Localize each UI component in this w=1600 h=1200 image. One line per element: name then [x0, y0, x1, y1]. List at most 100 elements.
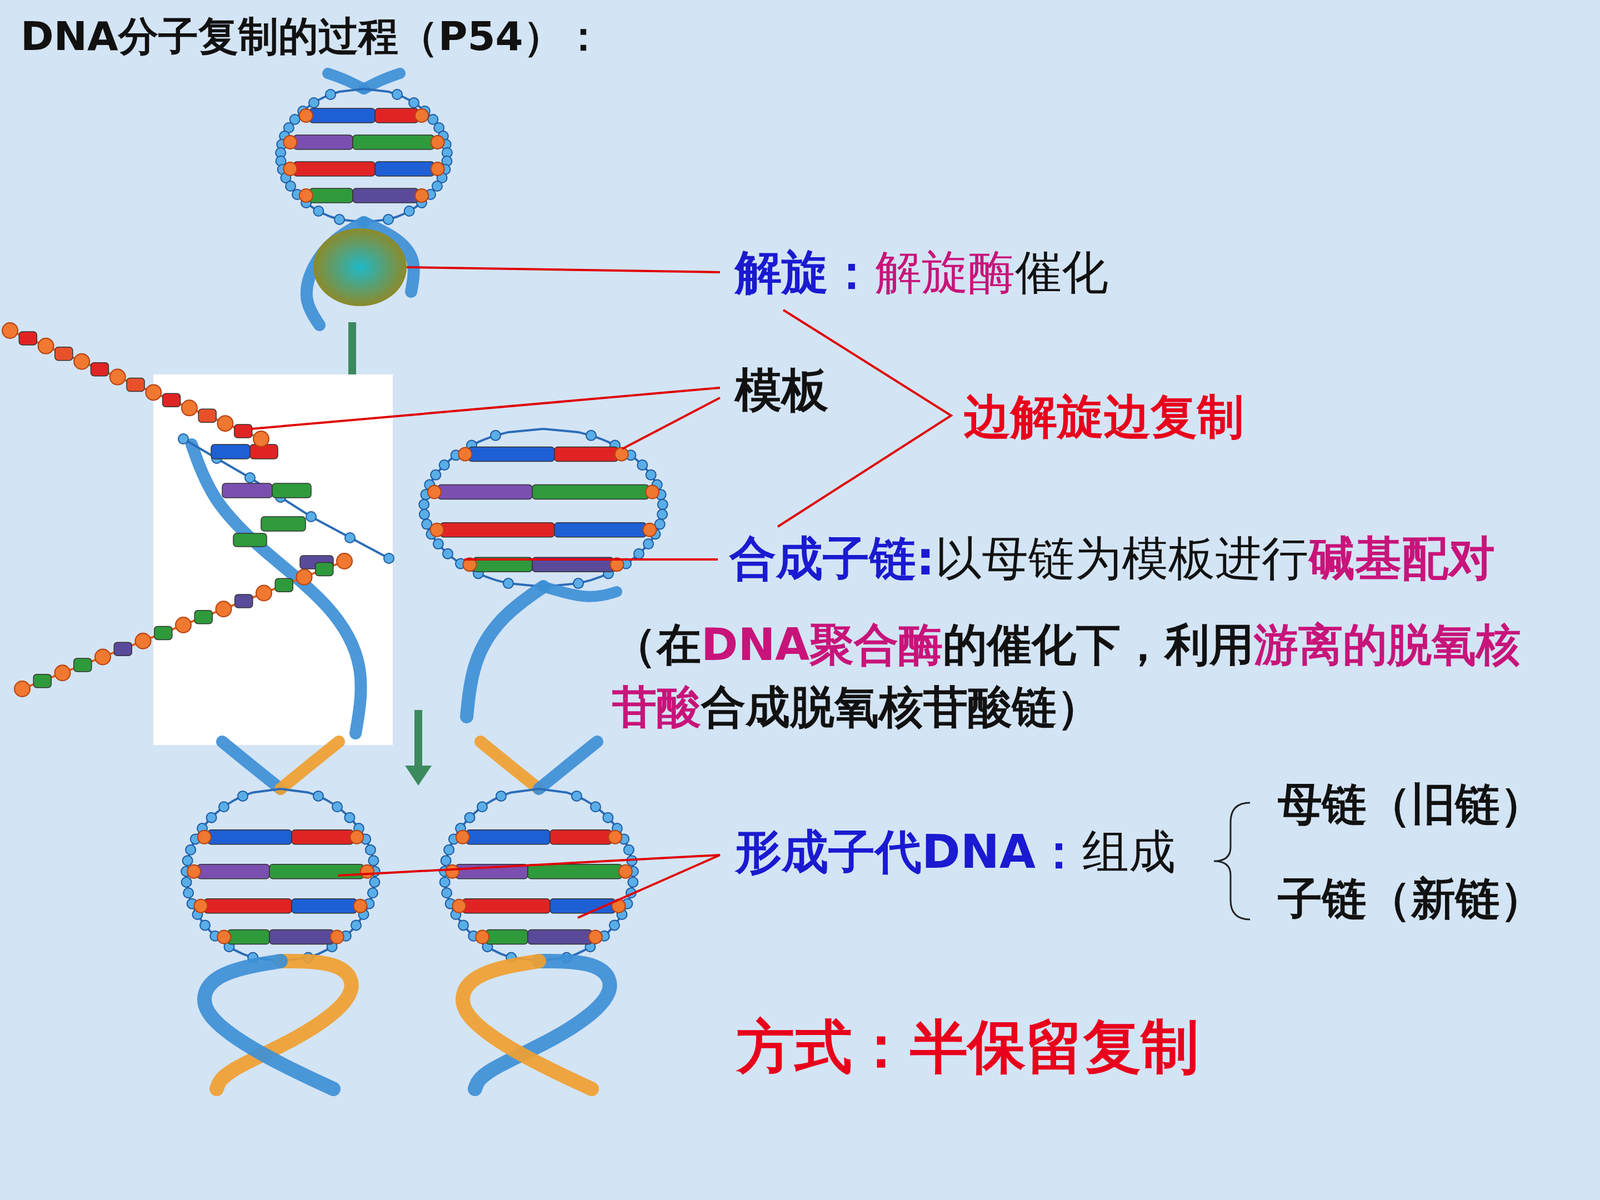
leader-line	[337, 855, 720, 876]
nucleotide-dot	[38, 338, 54, 354]
base	[203, 898, 292, 914]
dna-ribbon	[538, 741, 598, 789]
nucleotide-dot	[336, 553, 353, 569]
nucleotide-dot	[646, 470, 657, 480]
base	[222, 483, 273, 498]
nucleotide-dot	[643, 538, 654, 549]
nucleotide-dot	[206, 812, 217, 823]
nucleotide-dot	[383, 214, 394, 225]
helicase	[313, 228, 407, 307]
text-line: （在DNA聚合酶的催化下，利用游离的脱氧核苷酸合成脱氧核苷酸链）	[612, 613, 1535, 739]
nucleotide-dot	[367, 887, 378, 898]
base	[198, 408, 217, 423]
label-text: （在	[612, 618, 702, 671]
base	[233, 533, 267, 547]
label-text: 合成脱氧核苷酸链）	[701, 681, 1102, 733]
base	[468, 446, 555, 462]
parent-dna	[275, 73, 453, 325]
base	[293, 161, 375, 177]
base	[291, 898, 358, 914]
leader-lines	[251, 267, 952, 918]
arrow-head	[405, 765, 432, 786]
nucleotide-dot	[332, 801, 343, 812]
base	[291, 830, 354, 845]
nucleotide-dot	[588, 930, 603, 944]
base	[269, 864, 364, 879]
base	[440, 522, 555, 538]
base	[462, 898, 550, 914]
nucleotide-dot	[178, 433, 189, 444]
leader-line	[464, 558, 718, 561]
label-text: 模板	[735, 362, 829, 418]
base	[227, 930, 270, 945]
nucleotide-dot	[432, 181, 443, 192]
nucleotide-dot	[430, 523, 444, 537]
base	[73, 658, 92, 672]
nucleotide-dot	[245, 472, 255, 483]
title: DNA分子复制的过程（P54）：	[20, 12, 1600, 60]
nucleotide-dot	[408, 97, 419, 108]
daughter-dna	[439, 741, 639, 1089]
nucleotide-dot	[55, 665, 71, 681]
nucleotide-dot	[365, 845, 376, 855]
nucleotide-dot	[615, 447, 629, 461]
leader-line	[406, 267, 720, 273]
nucleotide-dot	[442, 548, 453, 559]
base	[18, 331, 37, 345]
dna-ribbon	[462, 961, 592, 1089]
base	[211, 444, 250, 459]
nucleotide-dot	[590, 801, 601, 812]
nucleotide-dot	[602, 812, 613, 823]
nucleotide-dot	[383, 553, 394, 564]
nucleotide-dot	[415, 108, 429, 123]
text-line: 模板	[735, 362, 829, 419]
nucleotide-dot	[633, 548, 644, 559]
nucleotide-dot	[477, 801, 488, 812]
nucleotide-dot	[368, 855, 379, 866]
base	[154, 626, 173, 640]
label-text: 碱基配对	[1308, 531, 1495, 586]
base	[55, 347, 73, 361]
nucleotide-dot	[135, 633, 152, 649]
chain-backbone	[22, 561, 345, 689]
nucleotide-dot	[369, 877, 380, 888]
nucleotide-dot	[440, 877, 450, 888]
nucleotide-dot	[181, 877, 192, 888]
nucleotide-dot	[353, 899, 368, 913]
nucleotide-dot	[313, 791, 324, 802]
nucleotide-dot	[441, 887, 452, 898]
label-text: 方式：半保留复制	[736, 1012, 1199, 1081]
backbone	[183, 438, 389, 559]
nucleotide-dot	[345, 532, 355, 543]
nucleotide-dot	[431, 162, 445, 176]
dna-ribbon	[480, 741, 539, 789]
chain-backbone	[10, 330, 262, 439]
label-text: 边解旋边复制	[963, 389, 1244, 444]
nucleotide-dot	[430, 470, 441, 480]
label-text: 解旋：	[735, 245, 875, 300]
white-backdrop	[153, 374, 393, 745]
base	[309, 188, 353, 203]
unwinding-strand	[2, 322, 394, 745]
label-text: 形成子代DNA：	[735, 824, 1083, 879]
nucleotide-dot	[197, 830, 212, 844]
nucleotide-dot	[643, 523, 657, 537]
text-line: 解旋：解旋酶催化	[735, 244, 1109, 301]
backbone	[186, 788, 281, 962]
nucleotide-dot	[253, 431, 269, 447]
dna-ribbon	[280, 741, 339, 789]
nucleotide-dot	[392, 89, 403, 100]
label-text: 的催化下，利用	[942, 618, 1254, 671]
base	[162, 393, 181, 407]
base	[315, 562, 334, 576]
replicating-dna	[418, 428, 668, 717]
dna-ribbon	[363, 73, 400, 89]
nucleotide-dot	[351, 920, 362, 930]
text-line: 边解旋边复制	[963, 388, 1244, 445]
nucleotide-dot	[216, 601, 232, 617]
nucleotide-dot	[657, 509, 668, 520]
base	[33, 674, 52, 688]
base	[466, 830, 550, 845]
dna-ribbon	[327, 73, 364, 89]
